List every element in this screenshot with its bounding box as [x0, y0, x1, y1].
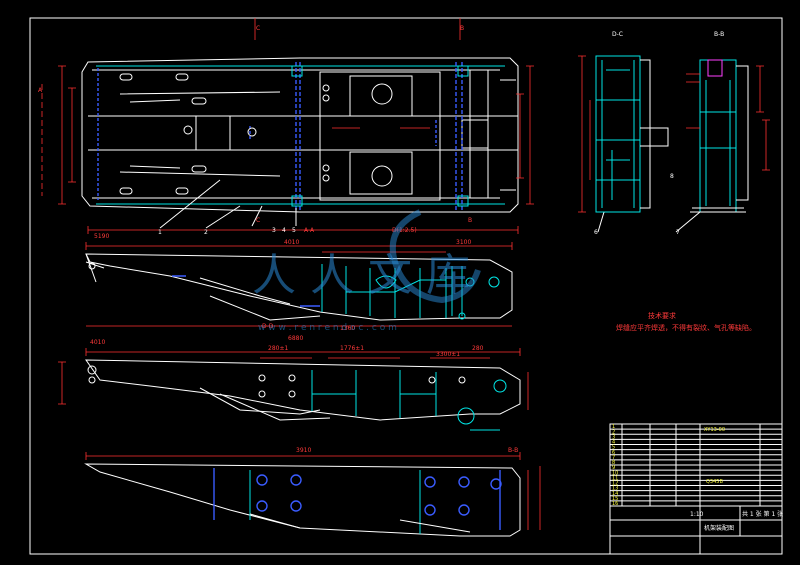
title-block-row-number: 7	[612, 455, 615, 461]
balloon-4: 4	[282, 227, 286, 234]
dim-280: 280±1	[268, 345, 288, 352]
section-label-aa: A-A	[304, 227, 315, 234]
dimension-labels: 3100 4010 1776±1 280±1 3300±1 6880 3910 …	[90, 233, 484, 454]
view-label-b-top: B	[460, 25, 464, 32]
dim-5190: 5190	[94, 233, 109, 240]
title-block-row-number: 14	[612, 491, 618, 497]
dim-4010: 4010	[284, 239, 299, 246]
dim-1776: 1776±1	[340, 345, 364, 352]
dim-3910: 3910	[296, 447, 311, 454]
title-block-row-number: 1	[612, 424, 615, 430]
title-block-row-number: 12	[612, 481, 618, 487]
dim-280-b: 280	[472, 345, 484, 352]
title-block-drawing-no: XY13-00	[704, 427, 725, 433]
balloon-3: 3	[272, 227, 276, 234]
balloon-8: 8	[670, 173, 674, 180]
watermark: 人 人 文 库 w w w . r e n r e n d o c . c o …	[252, 209, 481, 333]
dim-3300: 3300±1	[436, 351, 460, 358]
title-block-row-number: 9	[612, 465, 615, 471]
dim-6880: 6880	[288, 335, 303, 342]
title-block-sheet: 共 1 张 第 1 张	[742, 510, 783, 518]
title-block-row-number: 15	[612, 496, 618, 502]
title-block-row-number: 10	[612, 470, 618, 476]
title-block-row-number: 5	[612, 445, 615, 451]
balloon-7: 7	[676, 229, 680, 236]
view-label-b-bottom: B	[468, 217, 472, 224]
title-block-scale: 1:10	[690, 511, 704, 518]
title-block-row-number: 8	[612, 460, 615, 466]
part-balloons: 1 2 3 4 5 6 7 8	[158, 173, 680, 236]
bottom-view	[84, 452, 541, 537]
title-block-material: Q345B	[706, 479, 723, 485]
sheet-border	[29, 17, 783, 555]
dim-3100: 3100	[456, 239, 471, 246]
view-label-a: A	[38, 87, 43, 94]
section-label-dd: D-D	[262, 323, 274, 330]
watermark-chars: 人 人 文 库	[252, 250, 470, 301]
balloon-1: 1	[158, 229, 162, 236]
plan-view	[41, 18, 534, 234]
section-label-bb-2: B-B	[508, 447, 518, 454]
dim-4010-b: 4010	[90, 339, 105, 346]
section-label-dc: D-C	[612, 31, 623, 38]
title-block-part-name: 机架装配图	[704, 524, 734, 532]
watermark-url: w w w . r e n r e n d o c . c o m	[258, 323, 397, 333]
title-block-row-number: 3	[612, 434, 615, 440]
balloon-2: 2	[204, 229, 208, 236]
section-dc-view	[578, 55, 669, 233]
tech-notes-line: 焊缝应平齐焊透，不得有裂纹、气孔等缺陷。	[616, 323, 756, 332]
title-block-row-number: 11	[612, 475, 618, 481]
view-label-c-top: C	[256, 25, 260, 32]
title-block-row-number: 2	[612, 429, 615, 435]
section-bb-view	[675, 59, 770, 233]
title-block-row-number: 13	[612, 486, 618, 492]
balloon-6: 6	[594, 229, 598, 236]
section-label-bb: B-B	[714, 31, 724, 38]
side-elevation-2	[58, 348, 529, 431]
balloon-5: 5	[292, 227, 296, 234]
dim-1360: 1360	[340, 325, 355, 332]
title-block-row-number: 16	[612, 501, 618, 507]
watermark-logo	[389, 209, 481, 304]
title-block-row-number: 4	[612, 440, 615, 446]
tech-notes-title: 技术要求	[648, 311, 676, 320]
view-label-c-bottom: C	[256, 217, 260, 224]
side-elevation-1	[85, 242, 513, 327]
detail-label-d: D(1:2.5)	[392, 227, 417, 234]
title-block-row-number: 6	[612, 450, 615, 456]
